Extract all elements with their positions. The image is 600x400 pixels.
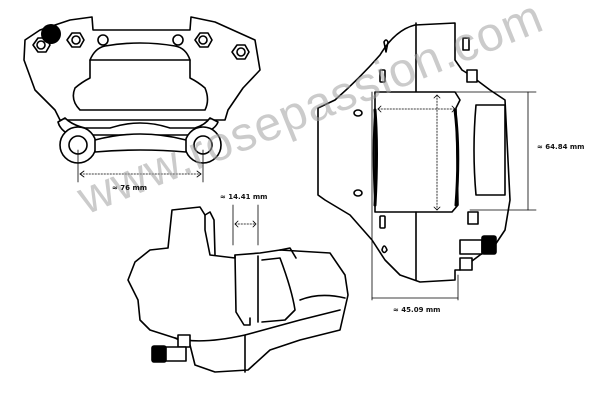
dimension-label-14mm: ≈ 14.41 mm <box>220 193 268 201</box>
dimension-label-76mm: ≈ 76 mm <box>112 184 148 192</box>
dimension-label-64mm: ≈ 64.84 mm <box>537 143 585 151</box>
nut-icon <box>32 32 250 60</box>
caliper-end-view <box>317 22 537 301</box>
caliper-front-view <box>23 16 261 183</box>
dimension-label-45mm: ≈ 45.09 mm <box>393 306 441 314</box>
caliper-side-view <box>127 204 349 373</box>
bleed-cap-icon <box>41 24 61 44</box>
